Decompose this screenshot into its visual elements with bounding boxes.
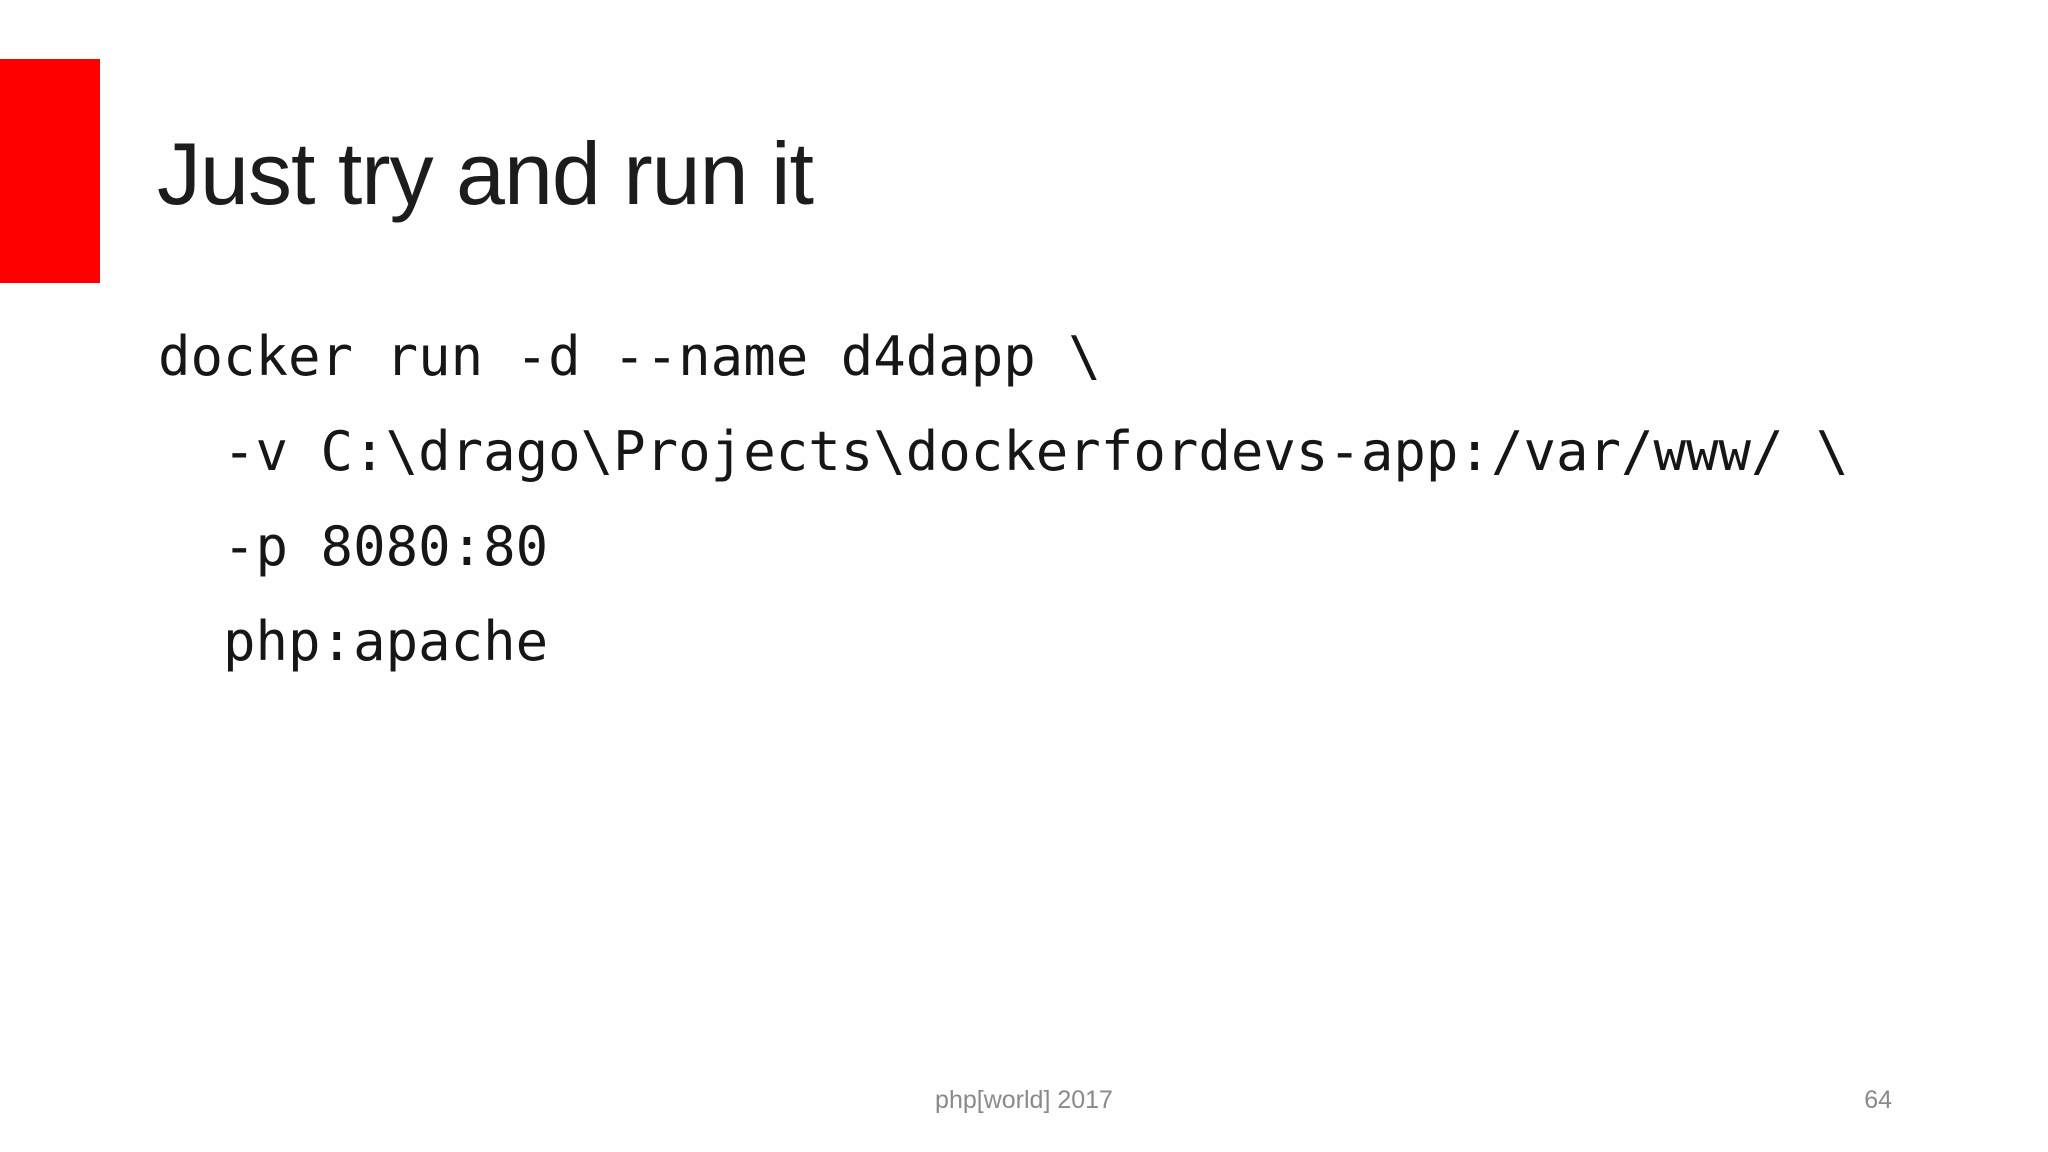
footer-page-number: 64 bbox=[1864, 1086, 1892, 1114]
footer-conference: php[world] 2017 bbox=[935, 1086, 1113, 1114]
slide-title: Just try and run it bbox=[157, 124, 814, 223]
code-line: docker run -d --name d4dapp \ bbox=[158, 325, 1101, 388]
code-line: -v C:\drago\Projects\dockerfordevs-app:/… bbox=[158, 420, 1849, 483]
code-block: docker run -d --name d4dapp \ -v C:\drag… bbox=[158, 309, 1849, 689]
code-line: php:apache bbox=[158, 610, 549, 673]
accent-bar bbox=[0, 59, 100, 283]
code-line: -p 8080:80 bbox=[158, 515, 549, 578]
